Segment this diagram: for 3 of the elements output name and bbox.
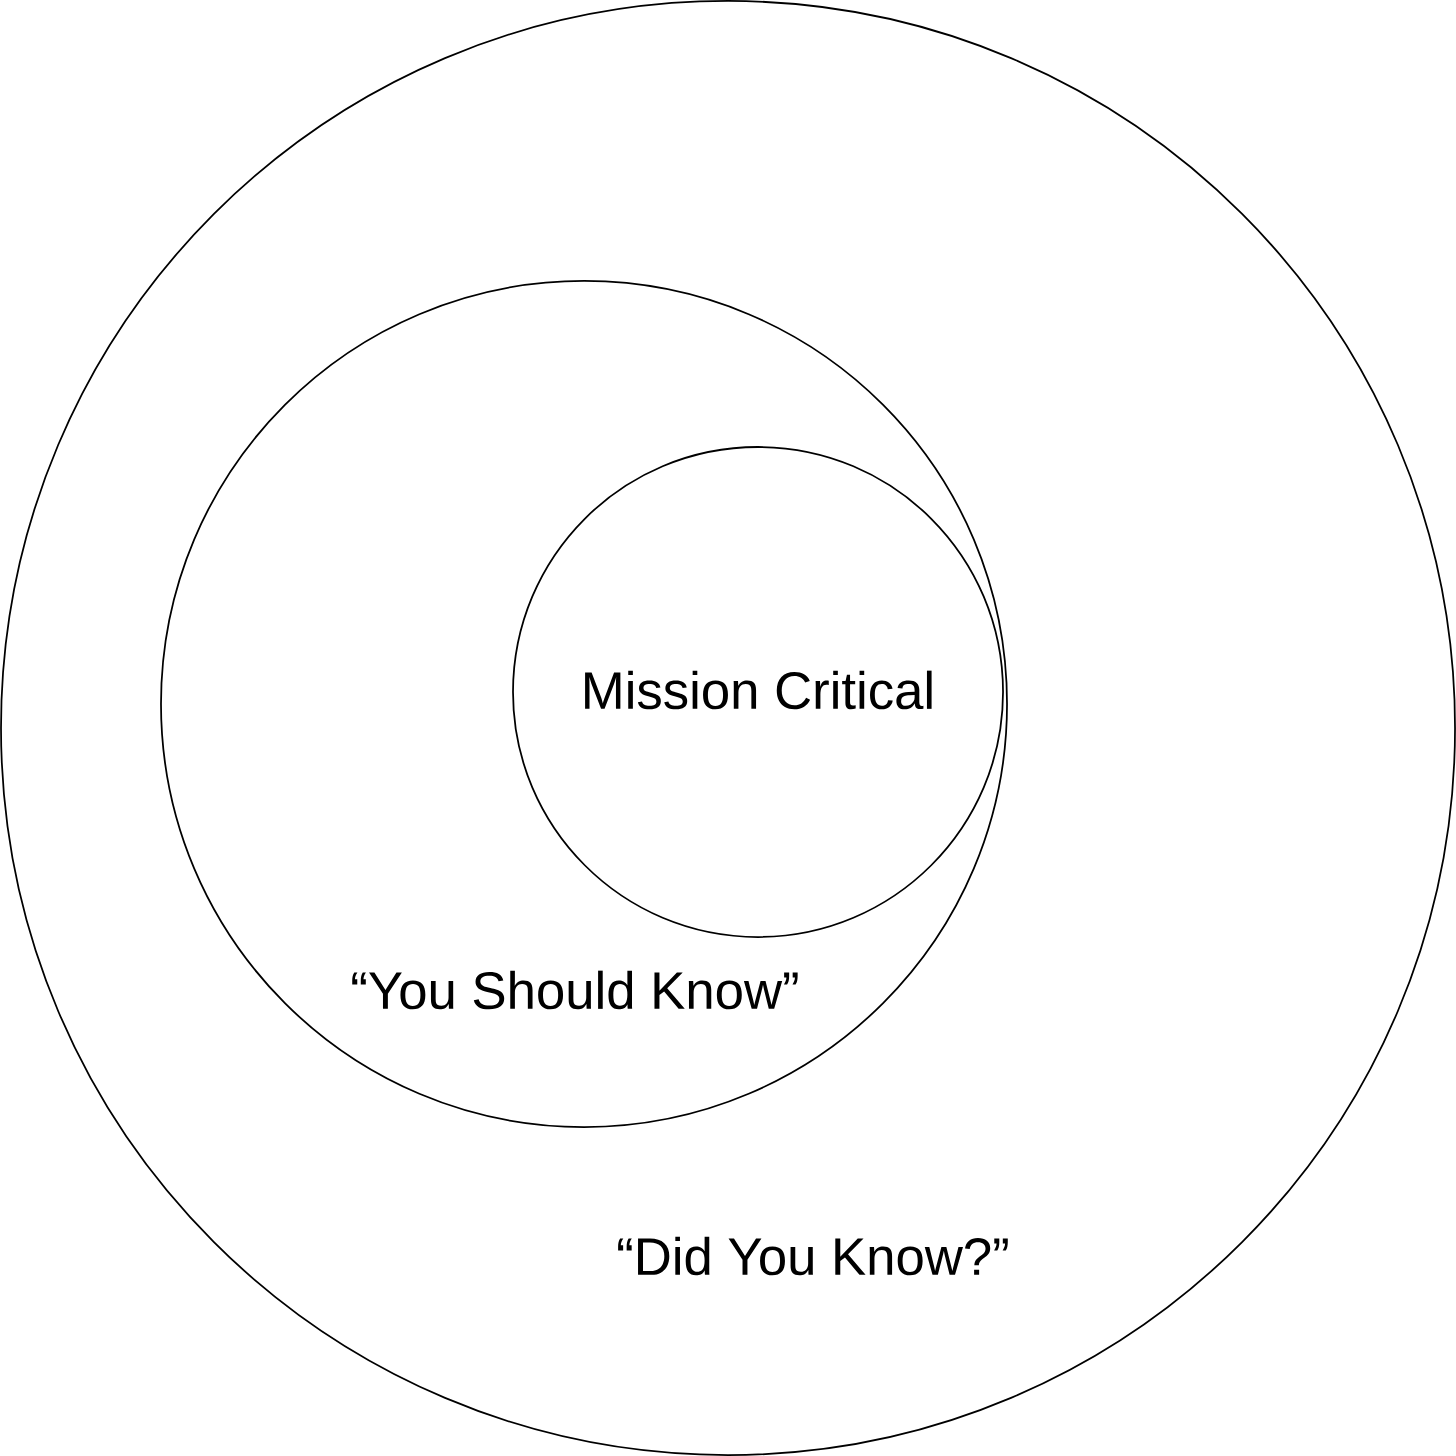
circle-label: “You Should Know” bbox=[352, 970, 798, 1010]
circle-label: Mission Critical bbox=[585, 670, 932, 710]
circle-label: “Did You Know?” bbox=[618, 1236, 1008, 1276]
